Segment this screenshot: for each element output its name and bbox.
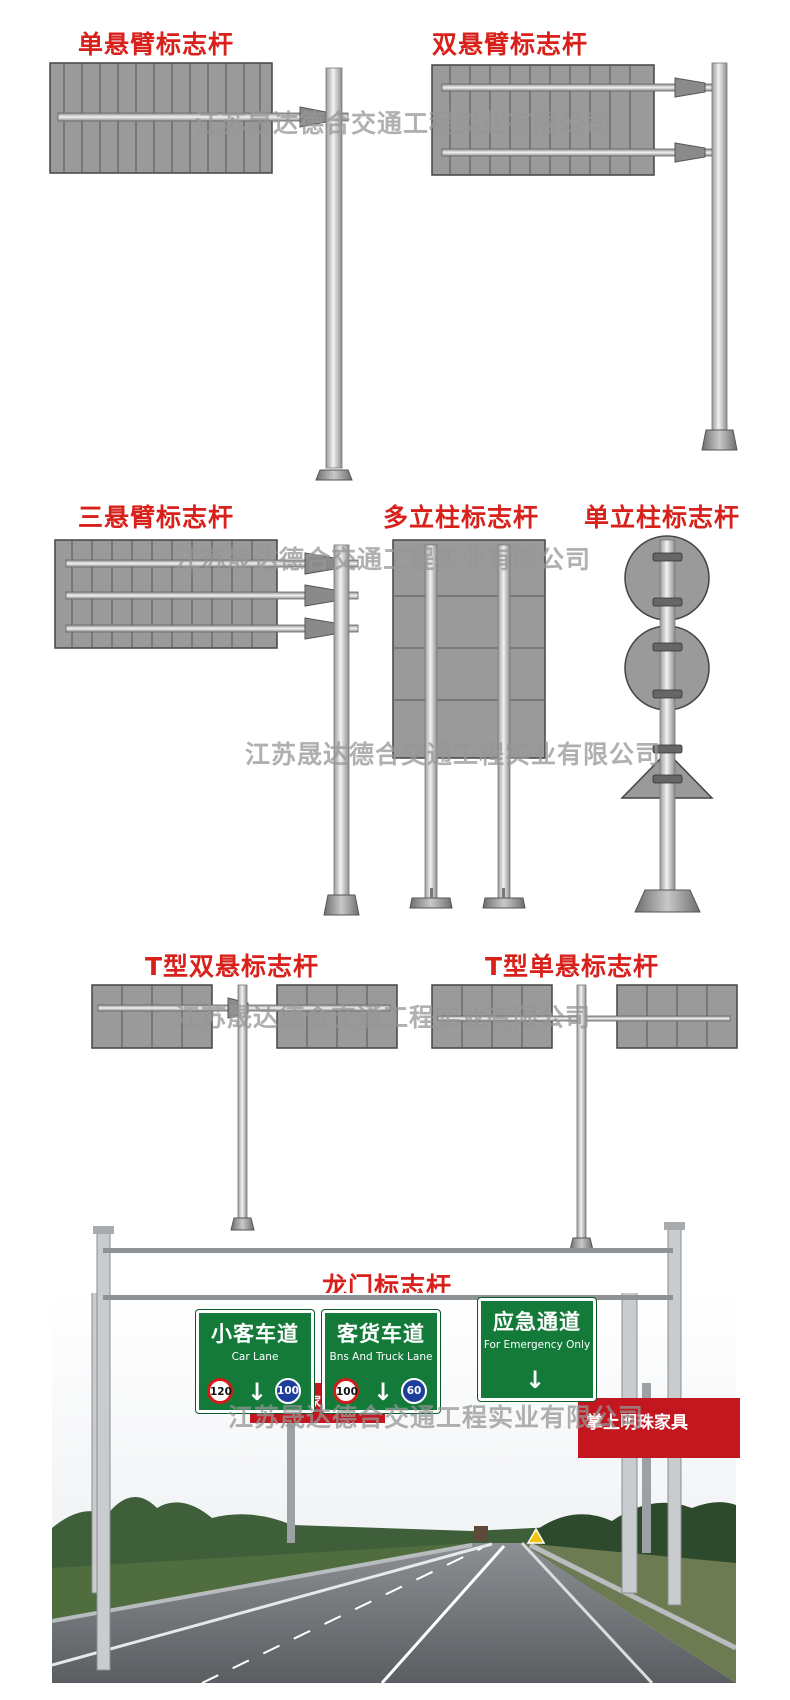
title-double-cantilever: 双悬臂标志杆 bbox=[432, 30, 589, 59]
watermark: 江苏晟达德合交通工程实业有限公司 bbox=[195, 109, 612, 138]
sign-car-lane-cn: 小客车道 bbox=[211, 1322, 299, 1346]
t-single-drawing bbox=[431, 984, 738, 1251]
watermark: 江苏晟达德合交通工程实业有限公司 bbox=[245, 740, 662, 769]
down-arrow-icon: ↓ bbox=[247, 1378, 268, 1406]
sign-car-lane: 小客车道 Car Lane 120 ↓ 100 bbox=[195, 1309, 315, 1414]
sign-truck-lane: 客货车道 Bns And Truck Lane 100 ↓ 60 bbox=[321, 1309, 441, 1414]
sign-truck-lane-en: Bns And Truck Lane bbox=[329, 1351, 433, 1363]
down-arrow-icon: ↓ bbox=[525, 1366, 546, 1394]
sign-car-lane-en: Car Lane bbox=[231, 1351, 279, 1363]
min-speed-sign: 60 bbox=[401, 1378, 427, 1404]
min-speed-sign: 100 bbox=[275, 1378, 301, 1404]
title-multi-post: 多立柱标志杆 bbox=[383, 503, 540, 532]
single-cantilever-drawing bbox=[49, 62, 353, 481]
title-t-single: T型单悬标志杆 bbox=[485, 952, 660, 981]
billboard-right: 掌上明珠家具 bbox=[578, 1398, 740, 1458]
sign-emergency-cn: 应急通道 bbox=[493, 1310, 581, 1334]
sign-emergency-lane: 应急通道 For Emergency Only ↓ bbox=[477, 1297, 597, 1402]
title-single-post: 单立柱标志杆 bbox=[584, 503, 741, 532]
sign-emergency-en: For Emergency Only bbox=[483, 1339, 591, 1351]
speed-limit-sign: 120 bbox=[207, 1378, 233, 1404]
double-cantilever-drawing bbox=[431, 62, 738, 451]
watermark: 江苏晟达德合交通工程实业有限公司 bbox=[175, 1003, 592, 1032]
title-triple-cantilever: 三悬臂标志杆 bbox=[78, 503, 235, 532]
speed-limit-sign: 100 bbox=[333, 1378, 359, 1404]
sign-truck-lane-cn: 客货车道 bbox=[337, 1322, 425, 1346]
title-t-double: T型双悬标志杆 bbox=[145, 952, 320, 981]
single-post-drawing bbox=[620, 535, 714, 913]
gantry-photo bbox=[52, 1293, 736, 1683]
triple-cantilever-drawing bbox=[54, 539, 360, 916]
watermark: 江苏晟达德合交通工程实业有限公司 bbox=[228, 1403, 645, 1432]
title-single-cantilever: 单悬臂标志杆 bbox=[78, 30, 235, 59]
watermark: 江苏晟达德合交通工程实业有限公司 bbox=[175, 545, 592, 574]
sign-panel bbox=[431, 64, 655, 176]
multi-post-drawing bbox=[392, 539, 546, 909]
road-scene bbox=[52, 1293, 736, 1683]
t-double-drawing bbox=[91, 984, 398, 1231]
down-arrow-icon: ↓ bbox=[373, 1378, 394, 1406]
sign-panel bbox=[392, 539, 546, 759]
